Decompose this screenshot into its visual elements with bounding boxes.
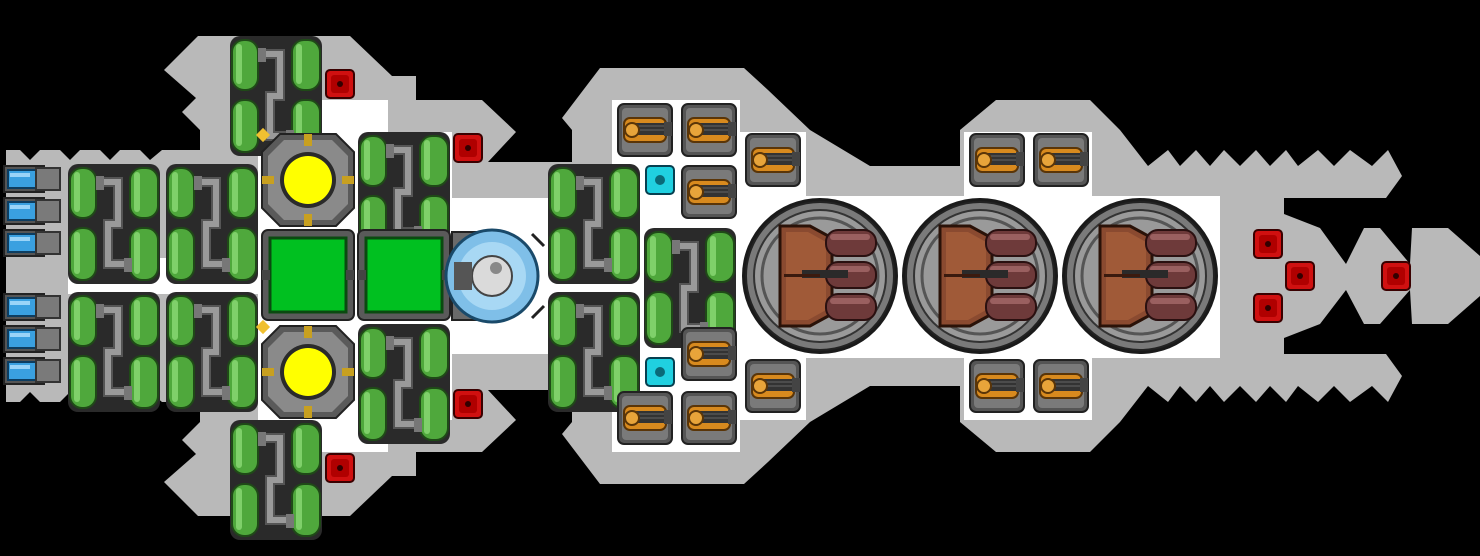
- red-node-icon: [1381, 261, 1411, 291]
- engine-icon: [3, 357, 61, 385]
- red-node-icon: [325, 69, 355, 99]
- reactor-icon: [254, 318, 355, 419]
- red-node-icon: [453, 389, 483, 419]
- turret-gun-icon: [745, 133, 801, 187]
- engine-icon: [3, 165, 61, 193]
- shield-generator-icon: [356, 228, 452, 322]
- heavy-cannon-icon: [900, 196, 1060, 356]
- green-pipe-stack-icon: [68, 164, 160, 284]
- turret-gun-icon: [1033, 359, 1089, 413]
- turret-gun-icon: [617, 391, 673, 445]
- heavy-cannon-icon: [1060, 196, 1220, 356]
- green-pipe-stack-icon: [166, 292, 258, 412]
- engine-icon: [3, 325, 61, 353]
- red-node-icon: [1253, 293, 1283, 323]
- reactor-icon: [254, 126, 355, 227]
- red-node-icon: [453, 133, 483, 163]
- cyan-node-icon: [645, 165, 675, 195]
- green-pipe-stack-icon: [358, 324, 450, 444]
- turret-gun-icon: [681, 327, 737, 381]
- green-pipe-stack-icon: [166, 164, 258, 284]
- green-pipe-stack-icon: [68, 292, 160, 412]
- engine-icon: [3, 293, 61, 321]
- red-node-icon: [1285, 261, 1315, 291]
- green-pipe-stack-icon: [230, 420, 322, 540]
- shield-generator-icon: [260, 228, 356, 322]
- turret-gun-icon: [1033, 133, 1089, 187]
- turret-gun-icon: [969, 359, 1025, 413]
- heavy-cannons: [740, 196, 1220, 356]
- turret-gun-icon: [681, 391, 737, 445]
- cockpit-icon: [444, 228, 546, 324]
- engine-icon: [3, 197, 61, 225]
- turret-gun-icon: [681, 103, 737, 157]
- turret-gun-icon: [681, 165, 737, 219]
- turret-gun-icon: [617, 103, 673, 157]
- cyan-node-icon: [645, 357, 675, 387]
- engine-icon: [3, 229, 61, 257]
- green-pipe-stack-icon: [548, 164, 640, 284]
- red-node-icon: [1253, 229, 1283, 259]
- heavy-cannon-icon: [740, 196, 900, 356]
- red-node-icon: [325, 453, 355, 483]
- turret-gun-icon: [969, 133, 1025, 187]
- turret-gun-icon: [745, 359, 801, 413]
